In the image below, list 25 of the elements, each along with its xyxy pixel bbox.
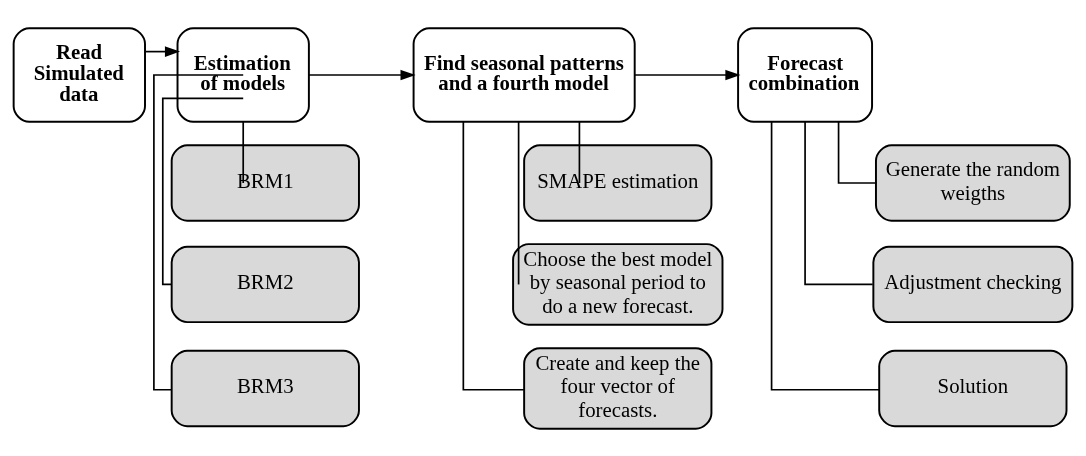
arrow (308, 69, 416, 80)
connector (153, 73, 245, 391)
connector (517, 120, 520, 285)
node-box: Choose the best model by seasonal period to do a new forecast. (512, 242, 724, 326)
node-box: Estimation of models (176, 26, 310, 123)
node-box: Solution (878, 349, 1068, 427)
connector (462, 120, 525, 391)
node-box: Read Simulated data (12, 26, 146, 123)
connector (161, 97, 245, 285)
node-box: BRM3 (170, 349, 360, 427)
arrow (633, 69, 741, 80)
connector (837, 120, 878, 184)
node-box: SMAPE estimation (523, 143, 713, 222)
node-box: BRM1 (170, 143, 360, 222)
arrow (144, 45, 181, 57)
connector (770, 120, 881, 391)
connector (578, 120, 581, 184)
connector (804, 120, 874, 285)
node-box: Create and keep the four vector of forecasts. (523, 346, 713, 430)
node-box: Find seasonal patterns and a fourth model (412, 26, 636, 123)
node-box: Adjustment checking (872, 245, 1074, 323)
node-box: BRM2 (170, 245, 360, 323)
node-box: Generate the random weigths (875, 143, 1071, 222)
connector (242, 120, 245, 184)
node-box: Forecast combination (737, 26, 874, 123)
